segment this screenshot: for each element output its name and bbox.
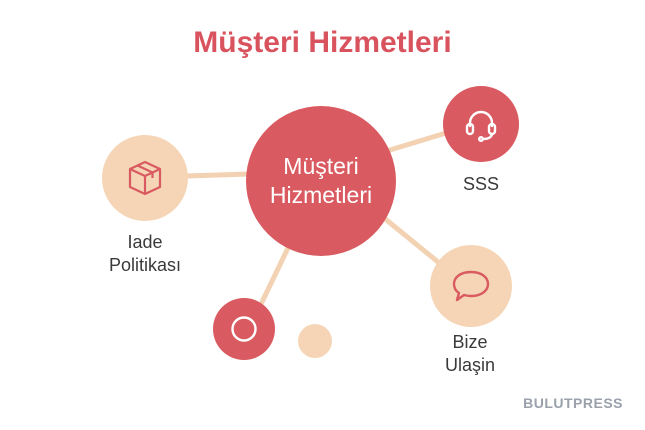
circle-outline-icon: [231, 316, 257, 342]
link-return-policy: [183, 171, 253, 179]
contact-line2: Ulaşin: [444, 355, 496, 375]
faq-node[interactable]: [443, 86, 519, 162]
page-title: Müşteri Hizmetleri: [193, 26, 452, 59]
chat-bubble-icon: [452, 270, 490, 302]
return-policy-line1: Iade: [127, 232, 163, 252]
link-faq: [387, 130, 449, 153]
return-policy-line2: Politikası: [108, 255, 182, 275]
headset-icon: [465, 110, 497, 143]
faq-label: SSS: [462, 174, 500, 194]
hub-label-line1: Müşteri: [283, 153, 359, 179]
brand-watermark: BULUTPRESS: [523, 395, 623, 411]
decorative-dot: [298, 324, 332, 358]
link-extra-red: [259, 245, 291, 305]
hub-label-line2: Hizmetleri: [269, 182, 373, 208]
extra-red-node[interactable]: [213, 298, 275, 360]
contact-line1: Bize: [452, 332, 488, 352]
contact-node[interactable]: [430, 245, 512, 327]
return-policy-node[interactable]: [102, 135, 188, 221]
link-contact: [381, 215, 441, 265]
contact-label: Bize Ulaşin: [410, 331, 530, 377]
hub-node: Müşteri Hizmetleri: [246, 106, 396, 256]
package-icon: [128, 160, 162, 196]
return-policy-label: Iade Politikası: [80, 231, 210, 277]
